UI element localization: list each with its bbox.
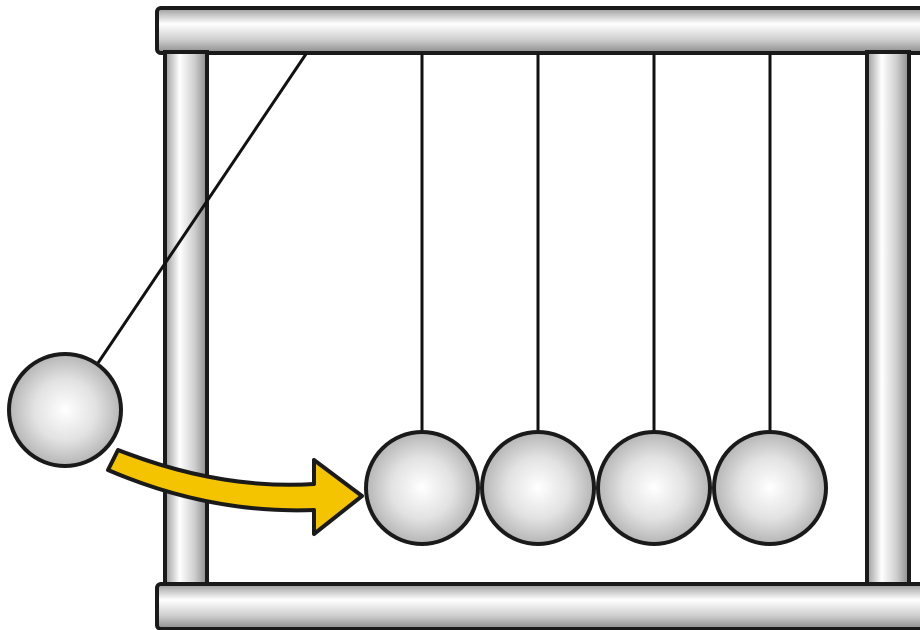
raised-ball-string (94, 53, 308, 367)
top-bar (155, 6, 920, 55)
resting-ball (480, 430, 596, 546)
resting-ball (712, 430, 828, 546)
right-post (865, 50, 911, 588)
pendulum-strings (94, 53, 772, 434)
raised-ball (7, 352, 123, 468)
motion-arrow (106, 448, 364, 536)
resting-ball (364, 430, 480, 546)
bottom-bar (155, 582, 920, 630)
resting-balls (364, 430, 828, 546)
resting-ball (596, 430, 712, 546)
left-post (163, 50, 209, 588)
